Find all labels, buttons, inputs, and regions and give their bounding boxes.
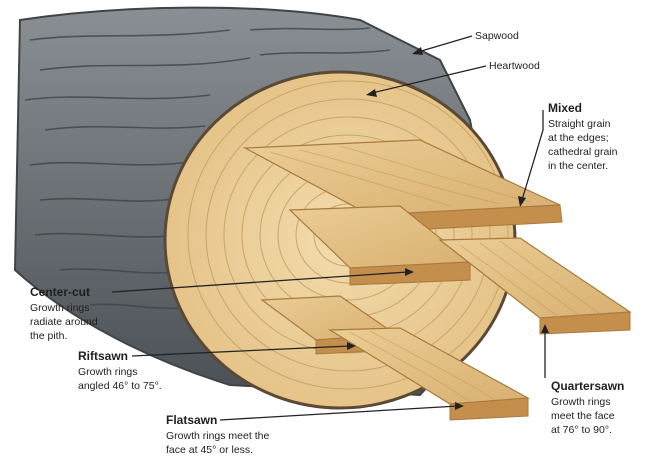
heartwood-label: Heartwood (489, 60, 540, 72)
mixed-callout: Mixed Straight grain at the edges; cathe… (548, 101, 618, 172)
riftsawn-desc-line-2: angled 46° to 75°. (78, 380, 162, 392)
riftsawn-title: Riftsawn (78, 349, 128, 363)
quartersawn-title: Quartersawn (551, 379, 624, 393)
riftsawn-desc-line-1: Growth rings (78, 366, 138, 378)
mixed-desc-line-4: in the center. (548, 160, 608, 172)
center-cut-desc-line-2: radiate around (30, 316, 98, 328)
quartersawn-desc-line-1: Growth rings (551, 396, 611, 408)
center-cut-title: Center-cut (30, 285, 90, 299)
quartersawn-desc-line-2: meet the face (551, 410, 615, 422)
flatsawn-title: Flatsawn (166, 413, 217, 427)
leader-sapwood (412, 36, 472, 55)
quartersawn-callout: Quartersawn Growth rings meet the face a… (551, 379, 624, 436)
mixed-title: Mixed (548, 101, 582, 115)
center-cut-callout: Center-cut Growth rings radiate around t… (30, 285, 98, 342)
flatsawn-callout: Flatsawn Growth rings meet the face at 4… (166, 413, 269, 456)
sapwood-label: Sapwood (475, 30, 519, 42)
flatsawn-desc-line-1: Growth rings meet the (166, 430, 269, 442)
leader-quartersawn (541, 324, 549, 378)
mixed-desc-line-3: cathedral grain (548, 146, 618, 158)
mixed-desc-line-1: Straight grain (548, 118, 611, 130)
center-cut-desc-line-1: Growth rings (30, 302, 90, 314)
flatsawn-desc-line-2: face at 45° or less. (166, 444, 253, 456)
center-cut-desc-line-3: the pith. (30, 330, 67, 342)
mixed-desc-line-2: at the edges; (548, 132, 609, 144)
quartersawn-desc-line-3: at 76° to 90°. (551, 424, 612, 436)
